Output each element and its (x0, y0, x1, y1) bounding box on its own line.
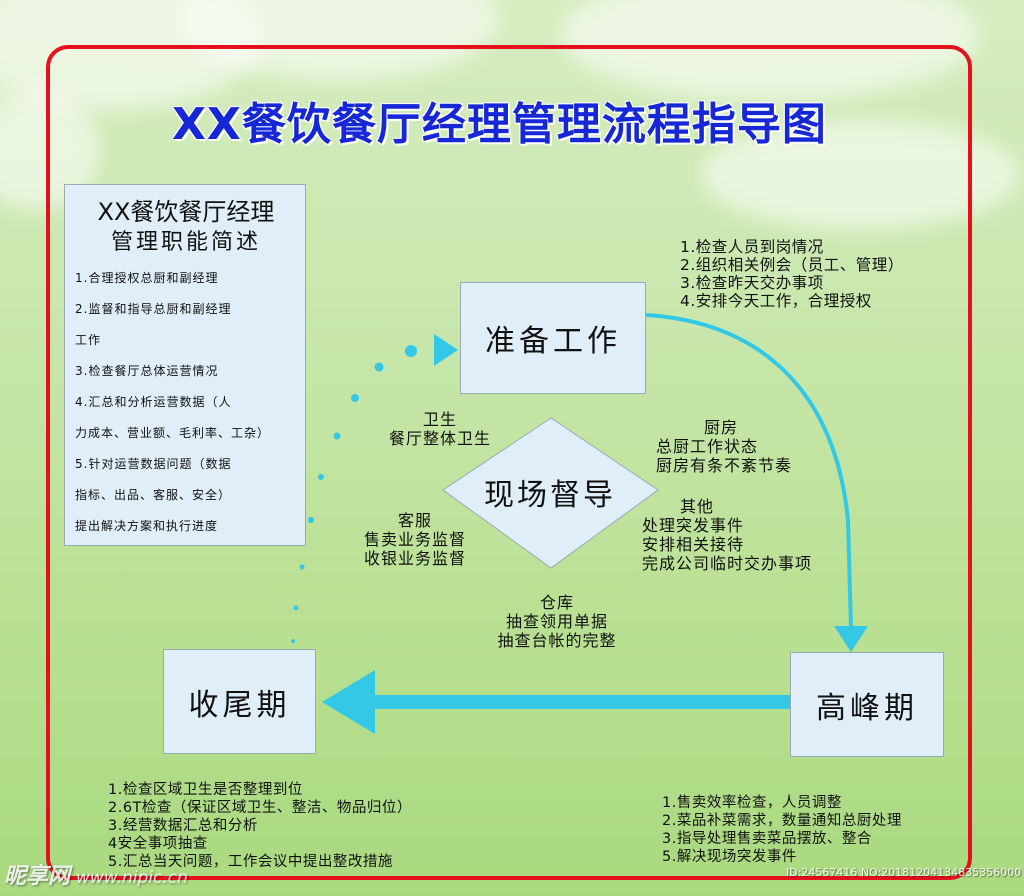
peak-task: 1.售卖效率检查，人员调整 (662, 795, 842, 811)
note-service: 客服 售卖业务监督 收银业务监督 (350, 511, 480, 568)
note-line: 总厨工作状态 (656, 437, 759, 456)
cloud-decoration (560, 0, 980, 100)
note-kitchen: 厨房 总厨工作状态 厨房有条不紊节奏 (656, 418, 792, 475)
watermark-url: www.nipic.cn (76, 868, 188, 888)
dotted-arc-close-to-prep (291, 345, 417, 643)
note-line: 餐厅整体卫生 (388, 429, 491, 448)
duty-line: 力成本、营业额、毛利率、工杂） (75, 426, 271, 440)
center-diamond (442, 417, 659, 569)
arrow-head-peak (834, 626, 868, 652)
duty-line: 4.汇总和分析运营数据（人 (75, 395, 232, 409)
arc-dot (405, 345, 417, 357)
close-task: 3.经营数据汇总和分析 (108, 818, 258, 834)
duty-line: 2.监督和指导总厨和副经理 (75, 302, 232, 316)
stage-close-box: 收尾期 (163, 649, 316, 754)
prep-task-list: 1.检查人员到岗情况 2.组织相关例会（员工、管理） 3.检查昨天交办事项 4.… (680, 238, 904, 310)
peak-task: 2.菜品补菜需求，数量通知总厨处理 (662, 813, 902, 829)
duty-line: 5.针对运营数据问题（数据 (75, 457, 232, 471)
note-line: 完成公司临时交办事项 (642, 554, 813, 573)
close-task: 4安全事项抽查 (108, 836, 208, 852)
note-warehouse: 仓库 抽查领用单据 抽查台帐的完整 (482, 593, 632, 650)
note-line: 抽查领用单据 (505, 612, 608, 631)
arc-dot (293, 605, 299, 611)
close-task: 2.6T检查（保证区域卫生、整洁、物品归位） (108, 800, 412, 816)
note-line: 安排相关接待 (642, 535, 745, 554)
arc-dot (299, 564, 305, 570)
prep-task: 3.检查昨天交办事项 (680, 274, 824, 292)
arc-dot (351, 394, 359, 402)
page-title: XX餐饮餐厅经理管理流程指导图 (172, 99, 827, 150)
arc-dot (318, 474, 324, 480)
red-frame (46, 45, 972, 880)
duty-panel-title: XX餐饮餐厅经理 (97, 198, 275, 226)
watermark-brand-text: 昵享网 (4, 864, 71, 889)
arc-dot (308, 517, 314, 523)
note-line: 收银业务监督 (363, 549, 466, 568)
note-line: 处理突发事件 (642, 516, 745, 535)
note-line: 卫生 (422, 410, 457, 429)
note-line: 抽查台帐的完整 (497, 631, 617, 650)
stage-peak-box: 高峰期 (790, 652, 944, 757)
cloud-decoration (700, 120, 1020, 230)
close-task: 5.汇总当天问题，工作会议中提出整改措施 (108, 854, 393, 870)
stage-prep-box: 准备工作 (460, 282, 646, 394)
arc-dot (374, 362, 384, 372)
peak-task: 5.解决现场突发事件 (662, 849, 797, 865)
arrow-prep-to-peak (645, 313, 853, 629)
prep-task: 1.检查人员到岗情况 (680, 238, 824, 256)
duty-line: 指标、出品、客服、安全） (75, 488, 232, 502)
note-line: 仓库 (539, 593, 574, 612)
note-line: 客服 (397, 511, 432, 530)
close-task: 1.检查区域卫生是否整理到位 (108, 782, 303, 798)
stage-supervision-label: 现场督导 (484, 478, 616, 513)
note-line: 厨房有条不紊节奏 (656, 456, 793, 475)
duty-line: 提出解决方案和执行进度 (75, 519, 219, 533)
arrow-head-prep (434, 334, 458, 366)
duty-line: 工作 (75, 333, 102, 347)
note-line: 售卖业务监督 (363, 530, 466, 549)
note-other: 其他 处理突发事件 安排相关接待 完成公司临时交办事项 (642, 497, 812, 573)
prep-task: 2.组织相关例会（员工、管理） (680, 256, 904, 274)
note-hygiene: 卫生 餐厅整体卫生 (370, 410, 510, 448)
watermark-id: ID:24567416 NO:20181204134835356000 (786, 866, 1022, 879)
duty-line: 3.检查餐厅总体运营情况 (75, 364, 219, 378)
peak-task: 3.指导处理售卖菜品摆放、整合 (662, 831, 872, 847)
close-task-list: 1.检查区域卫生是否整理到位 2.6T检查（保证区域卫生、整洁、物品归位） 3.… (108, 781, 412, 871)
peak-task-list: 1.售卖效率检查，人员调整 2.菜品补菜需求，数量通知总厨处理 3.指导处理售卖… (662, 794, 902, 866)
duty-line: 1.合理授权总厨和副经理 (75, 271, 219, 285)
duty-panel-subtitle: 管理职能简述 (110, 230, 261, 255)
duty-panel: XX餐饮餐厅经理 管理职能简述 1.合理授权总厨和副经理 2.监督和指导总厨和副… (64, 184, 306, 546)
prep-task: 4.安排今天工作，合理授权 (680, 292, 872, 310)
note-line: 厨房 (704, 418, 739, 437)
arc-dot (291, 639, 295, 643)
arc-dot (333, 432, 341, 440)
note-line: 其他 (680, 497, 715, 516)
arrow-peak-to-close (365, 695, 790, 709)
arrow-head-close (322, 670, 375, 734)
